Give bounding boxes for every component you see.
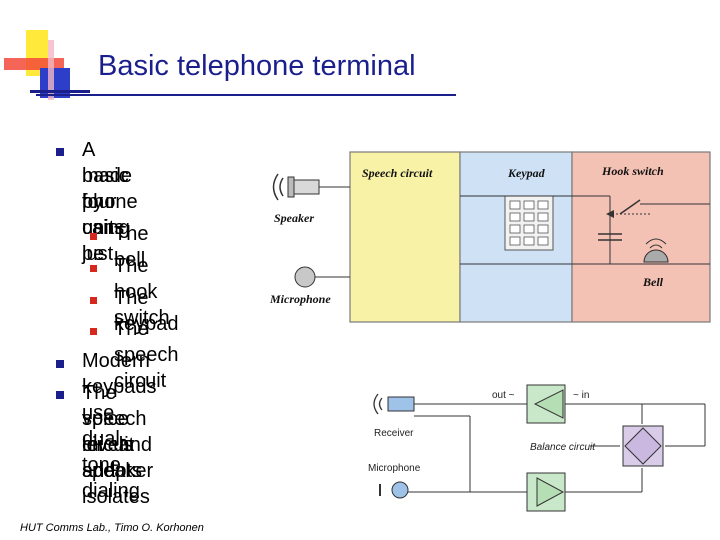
- bullet-marker: [56, 391, 64, 399]
- sub-bullet-bell: The bell: [114, 223, 149, 271]
- keypad-icon: [504, 195, 554, 251]
- bell-icon: [643, 238, 669, 263]
- in-label: ~ in: [573, 390, 589, 401]
- footer-credit: HUT Comms Lab., Timo O. Korhonen: [20, 522, 204, 534]
- bullet-1-line-2: made by using just: [82, 165, 133, 265]
- transmit-amplifier-icon: [526, 472, 566, 512]
- sub-bullet-marker: [90, 297, 97, 304]
- receive-amplifier-icon: [526, 384, 566, 424]
- keypad-label: Keypad: [507, 166, 546, 180]
- sub-bullet-marker: [90, 233, 97, 240]
- hook-switch-label: Hook switch: [601, 164, 664, 178]
- balance-circuit-icon: [622, 425, 664, 467]
- sub-bullet-speech-circuit: The speech circuit: [114, 318, 179, 392]
- slide-logo: [4, 30, 90, 100]
- bell-label: Bell: [642, 275, 664, 289]
- slide-title: Basic telephone terminal: [98, 50, 416, 82]
- sub-bullet-marker: [90, 328, 97, 335]
- bullet-marker: [56, 360, 64, 368]
- hook-switch-block: [571, 151, 711, 323]
- speaker-icon: [272, 173, 320, 201]
- bullet-3-line-3: mic and speaker: [82, 434, 154, 482]
- keypad-block: [459, 151, 573, 323]
- out-label: out ~: [492, 390, 515, 401]
- microphone-icon: [294, 266, 316, 288]
- title-underline: [36, 94, 456, 96]
- speaker-label: Speaker: [274, 211, 314, 225]
- microphone-label: Microphone: [269, 292, 331, 306]
- sub-bullet-hook-switch: The hook switch: [114, 255, 170, 329]
- receiver-icon: [373, 393, 415, 415]
- bullet-marker: [56, 148, 64, 156]
- bullet-2-line-1: Modern keypads use dual-tone dialing: [82, 350, 157, 502]
- speech-circuit-label: Speech circuit: [362, 166, 433, 180]
- balance-circuit-label: Balance circuit: [530, 442, 596, 453]
- bullet-3-line-2: voice levels and isolates: [82, 408, 150, 508]
- receiver-label: Receiver: [374, 428, 414, 439]
- bullet-3-line-1: The speech circuit adapts: [82, 382, 147, 482]
- sub-bullet-keypad: The keypad: [114, 287, 179, 335]
- speech-circuit-block: [349, 151, 461, 323]
- microphone-label-bottom: Microphone: [368, 463, 421, 474]
- sub-bullet-marker: [90, 265, 97, 272]
- microphone-bottom-icon: [379, 481, 409, 499]
